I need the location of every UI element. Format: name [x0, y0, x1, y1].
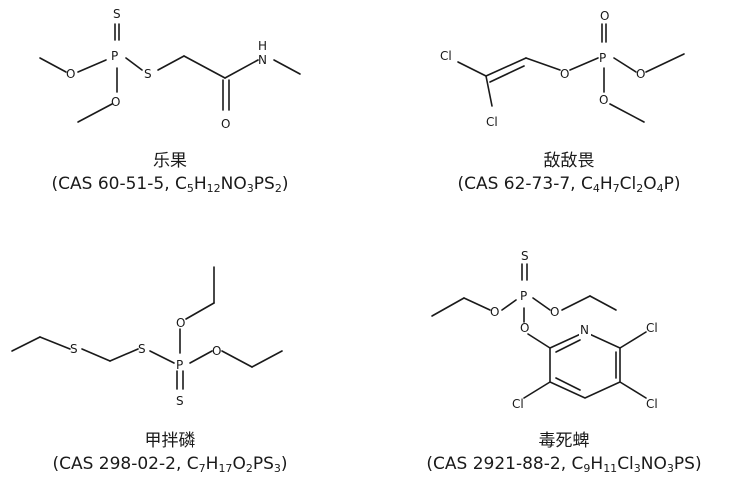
formula-element: H	[599, 174, 613, 194]
formula-count: 2	[274, 182, 282, 195]
formula-element: C	[580, 174, 593, 194]
cas-formula: (CAS 2921-88-2, C9H11Cl3NO3PS)	[390, 452, 738, 476]
formula-count: 4	[656, 182, 664, 195]
atom-O: O	[221, 117, 230, 131]
cas-close: )	[694, 454, 702, 474]
cas-formula: (CAS 298-02-2, C7H17O2PS3)	[0, 452, 340, 476]
compound-name: 乐果	[153, 151, 187, 171]
formula-count: 3	[666, 462, 674, 475]
caption-phorate: 甲拌磷 (CAS 298-02-2, C7H17O2PS3)	[0, 430, 340, 476]
molecular-formula: C9H11Cl3NO3PS	[572, 454, 695, 474]
formula-count: 2	[636, 182, 644, 195]
structure-dimethoate: S O P O S O H N	[39, 7, 301, 131]
formula-count: 3	[246, 182, 254, 195]
atom-O: O	[176, 316, 185, 330]
cas-close: )	[280, 454, 288, 474]
formula-element: N	[640, 454, 654, 474]
formula-count: 3	[633, 462, 641, 475]
formula-count: 7	[612, 182, 620, 195]
compound-name: 甲拌磷	[144, 431, 196, 451]
atom-O: O	[600, 9, 609, 23]
molecular-formula: C7H17O2PS3	[187, 454, 281, 474]
formula-count: 17	[218, 462, 233, 475]
atom-S: S	[144, 67, 152, 81]
formula-count: 5	[186, 182, 194, 195]
formula-element: O	[653, 454, 667, 474]
cas-number: (CAS 2921-88-2,	[426, 454, 572, 474]
structure-phorate: S S O P O S	[11, 266, 283, 408]
formula-element: S	[684, 454, 695, 474]
formula-element: P	[673, 454, 685, 474]
cas-number: (CAS 62-73-7,	[457, 174, 581, 194]
caption-dimethoate: 乐果 (CAS 60-51-5, C5H12NO3PS2)	[0, 150, 340, 196]
structure-chlorpyrifos: S O P O O N Cl Cl Cl	[431, 249, 658, 411]
atom-O: O	[636, 67, 645, 81]
cas-close: )	[281, 174, 289, 194]
formula-count: 11	[603, 462, 618, 475]
compound-name: 敌敌畏	[543, 151, 595, 171]
compound-name: 毒死蜱	[538, 431, 590, 451]
atom-P: P	[111, 49, 118, 63]
cas-formula: (CAS 62-73-7, C4H7Cl2O4P)	[400, 172, 738, 196]
formula-count: 7	[198, 462, 206, 475]
caption-chlorpyrifos: 毒死蜱 (CAS 2921-88-2, C9H11Cl3NO3PS)	[390, 430, 738, 476]
formula-element: P	[252, 454, 264, 474]
cas-number: (CAS 60-51-5,	[51, 174, 175, 194]
atom-O: O	[490, 305, 499, 319]
structure-dichlorvos: Cl Cl O O P O O	[440, 9, 685, 129]
atom-Cl: Cl	[486, 115, 498, 129]
formula-element: Cl	[619, 174, 637, 194]
formula-element: P	[663, 174, 674, 194]
atom-O: O	[550, 305, 559, 319]
atom-Cl: Cl	[440, 49, 452, 63]
formula-element: S	[264, 174, 275, 194]
cas-close: )	[673, 174, 681, 194]
molecular-formula: C5H12NO3PS2	[175, 174, 282, 194]
atom-S: S	[138, 342, 146, 356]
atom-P: P	[520, 289, 527, 303]
atom-H: H	[258, 39, 267, 53]
atom-O: O	[520, 321, 529, 335]
formula-element: P	[253, 174, 265, 194]
formula-element: H	[193, 174, 207, 194]
formula-element: O	[643, 174, 657, 194]
formula-count: 3	[273, 462, 281, 475]
cas-formula: (CAS 60-51-5, C5H12NO3PS2)	[0, 172, 340, 196]
formula-element: O	[233, 174, 247, 194]
atom-P: P	[176, 358, 183, 372]
formula-count: 2	[245, 462, 253, 475]
atom-Cl: Cl	[646, 321, 658, 335]
formula-element: Cl	[617, 454, 634, 474]
atom-N: N	[580, 323, 589, 337]
atom-S: S	[70, 342, 78, 356]
cas-number: (CAS 298-02-2,	[52, 454, 187, 474]
formula-element: S	[263, 454, 274, 474]
atom-O: O	[66, 67, 75, 81]
formula-element: N	[220, 174, 234, 194]
atom-S: S	[521, 249, 529, 263]
atom-N: N	[258, 53, 267, 67]
atom-O: O	[212, 344, 221, 358]
atom-S: S	[176, 394, 184, 408]
atom-P: P	[599, 51, 606, 65]
formula-count: 12	[206, 182, 221, 195]
formula-element: H	[205, 454, 219, 474]
formula-element: C	[571, 454, 584, 474]
atom-O: O	[599, 93, 608, 107]
formula-count: 9	[583, 462, 591, 475]
atom-O: O	[111, 95, 120, 109]
formula-element: C	[175, 174, 187, 194]
formula-element: C	[186, 454, 199, 474]
formula-element: O	[232, 454, 246, 474]
caption-dichlorvos: 敌敌畏 (CAS 62-73-7, C4H7Cl2O4P)	[400, 150, 738, 196]
atom-S: S	[113, 7, 121, 21]
atom-O: O	[560, 67, 569, 81]
molecular-formula: C4H7Cl2O4P	[581, 174, 674, 194]
formula-count: 4	[592, 182, 600, 195]
atom-Cl: Cl	[646, 397, 658, 411]
formula-element: H	[590, 454, 604, 474]
atom-Cl: Cl	[512, 397, 524, 411]
